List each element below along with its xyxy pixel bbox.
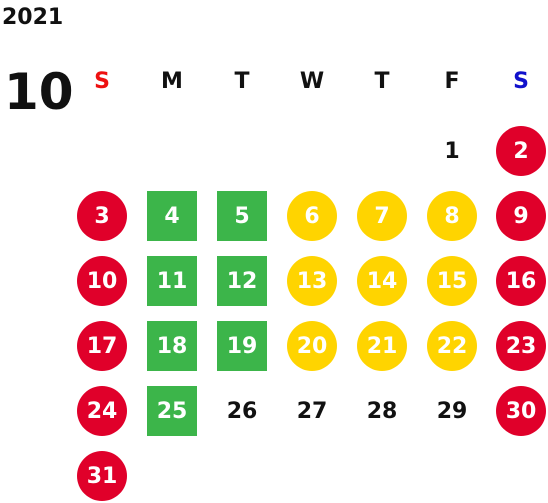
weekday-header-6: S [513, 68, 529, 94]
day-cell-25[interactable]: 25 [147, 386, 197, 436]
month-number: 10 [4, 63, 74, 121]
weekday-header-5: F [444, 68, 460, 94]
weekday-header-4: T [374, 68, 390, 94]
day-cell-5[interactable]: 5 [217, 191, 267, 241]
day-cell-1[interactable]: 1 [444, 138, 460, 164]
day-cell-4[interactable]: 4 [147, 191, 197, 241]
day-cell-2[interactable]: 2 [496, 126, 546, 176]
day-cell-21[interactable]: 21 [357, 321, 407, 371]
year-label: 2021 [2, 5, 64, 30]
day-cell-20[interactable]: 20 [287, 321, 337, 371]
day-cell-19[interactable]: 19 [217, 321, 267, 371]
day-cell-14[interactable]: 14 [357, 256, 407, 306]
day-cell-29[interactable]: 29 [436, 398, 468, 424]
day-cell-8[interactable]: 8 [427, 191, 477, 241]
weekday-header-3: W [299, 68, 325, 94]
day-cell-7[interactable]: 7 [357, 191, 407, 241]
day-cell-28[interactable]: 28 [366, 398, 398, 424]
day-cell-23[interactable]: 23 [496, 321, 546, 371]
day-cell-3[interactable]: 3 [77, 191, 127, 241]
day-cell-16[interactable]: 16 [496, 256, 546, 306]
day-cell-13[interactable]: 13 [287, 256, 337, 306]
day-cell-10[interactable]: 10 [77, 256, 127, 306]
day-cell-24[interactable]: 24 [77, 386, 127, 436]
day-cell-18[interactable]: 18 [147, 321, 197, 371]
day-cell-31[interactable]: 31 [77, 451, 127, 501]
day-cell-12[interactable]: 12 [217, 256, 267, 306]
day-cell-27[interactable]: 27 [296, 398, 328, 424]
weekday-header-0: S [94, 68, 110, 94]
day-cell-15[interactable]: 15 [427, 256, 477, 306]
day-cell-22[interactable]: 22 [427, 321, 477, 371]
day-cell-17[interactable]: 17 [77, 321, 127, 371]
day-cell-6[interactable]: 6 [287, 191, 337, 241]
day-cell-30[interactable]: 30 [496, 386, 546, 436]
day-cell-11[interactable]: 11 [147, 256, 197, 306]
day-cell-9[interactable]: 9 [496, 191, 546, 241]
day-cell-26[interactable]: 26 [226, 398, 258, 424]
weekday-header-1: M [161, 68, 183, 94]
weekday-header-2: T [234, 68, 250, 94]
